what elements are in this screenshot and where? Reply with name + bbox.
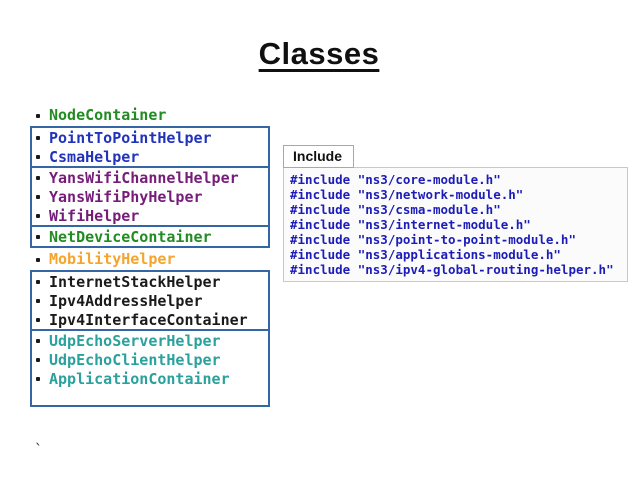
bullet-icon <box>36 318 40 322</box>
bullet-icon <box>36 176 40 180</box>
class-label: Ipv4AddressHelper <box>49 291 203 310</box>
bullet-icon <box>36 257 40 262</box>
class-group: NodeContainer <box>30 104 273 126</box>
bullet-icon <box>36 136 40 140</box>
bullet-icon <box>36 214 40 218</box>
list-item: NetDeviceContainer <box>34 227 266 246</box>
bullet-icon <box>36 280 40 284</box>
list-item: UdpEchoServerHelper <box>34 331 266 350</box>
class-label: PointToPointHelper <box>49 128 212 147</box>
code-line: #include "ns3/csma-module.h" <box>290 202 501 217</box>
list-item: MobilityHelper <box>30 248 273 270</box>
class-label: YansWifiChannelHelper <box>49 168 239 187</box>
include-panel: Include #include "ns3/core-module.h"#inc… <box>283 145 628 282</box>
code-line: #include "ns3/ipv4-global-routing-helper… <box>290 262 614 277</box>
bullet-icon <box>36 235 40 239</box>
include-tab-label: Include <box>283 145 355 168</box>
class-label: NodeContainer <box>49 106 167 124</box>
list-item: NodeContainer <box>30 104 273 126</box>
bullet-icon <box>36 195 40 199</box>
include-code-box: #include "ns3/core-module.h"#include "ns… <box>283 167 628 282</box>
code-line: #include "ns3/applications-module.h" <box>290 247 561 262</box>
bullet-icon <box>36 113 40 118</box>
list-item: UdpEchoClientHelper <box>34 350 266 369</box>
class-label: InternetStackHelper <box>49 272 221 291</box>
code-line: #include "ns3/point-to-point-module.h" <box>290 232 576 247</box>
code-line: #include "ns3/core-module.h" <box>290 172 501 187</box>
class-group-box: NetDeviceContainer <box>30 225 270 248</box>
bullet-icon <box>36 377 40 381</box>
list-item: ApplicationContainer <box>34 369 266 388</box>
class-label: MobilityHelper <box>49 250 176 268</box>
class-label: ApplicationContainer <box>49 369 230 388</box>
list-item: CsmaHelper <box>34 147 266 166</box>
bullet-icon <box>36 339 40 343</box>
class-group: MobilityHelper <box>30 248 273 270</box>
bullet-icon <box>36 358 40 362</box>
list-item: WifiHelper <box>34 206 266 225</box>
class-label: Ipv4InterfaceContainer <box>49 310 248 329</box>
list-item: YansWifiPhyHelper <box>34 187 266 206</box>
class-label: NetDeviceContainer <box>49 227 212 246</box>
class-label: WifiHelper <box>49 206 140 225</box>
list-item: YansWifiChannelHelper <box>34 168 266 187</box>
class-label: CsmaHelper <box>49 147 140 166</box>
class-label: YansWifiPhyHelper <box>49 187 203 206</box>
code-line: #include "ns3/internet-module.h" <box>290 217 531 232</box>
bullet-icon <box>36 155 40 159</box>
class-label: UdpEchoClientHelper <box>49 350 221 369</box>
list-item: InternetStackHelper <box>34 272 266 291</box>
stray-backtick-mark: ` <box>34 441 44 459</box>
page-title: Classes <box>258 36 380 71</box>
bullet-icon <box>36 299 40 303</box>
list-item: Ipv4AddressHelper <box>34 291 266 310</box>
class-label: UdpEchoServerHelper <box>49 331 221 350</box>
list-item: PointToPointHelper <box>34 128 266 147</box>
list-item: Ipv4InterfaceContainer <box>34 310 266 329</box>
code-line: #include "ns3/network-module.h" <box>290 187 524 202</box>
